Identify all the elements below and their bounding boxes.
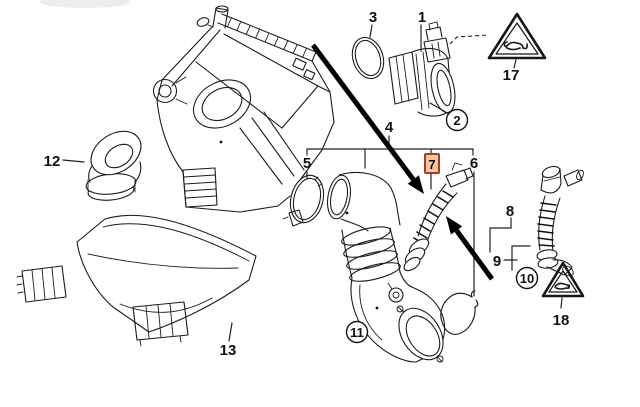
intake-funnel-drawing [85, 130, 142, 201]
callout-2-circle[interactable] [445, 108, 469, 132]
callout-8[interactable]: 8 [506, 203, 514, 220]
air-filter-housing-drawing [152, 5, 335, 213]
maf-sensor-drawing [388, 21, 456, 117]
warning-triangle-17-icon [487, 12, 547, 60]
warning-triangle-18-icon [541, 261, 585, 298]
pointer-arrow-lower [446, 216, 495, 281]
scan-artifact [40, 0, 130, 8]
pointer-arrow-upper [310, 43, 424, 194]
callout-10[interactable]: 10 [520, 271, 534, 286]
wire-clip-drawing [440, 290, 479, 335]
callout-5[interactable]: 5 [303, 155, 311, 172]
vent-hose-drawing [403, 162, 474, 272]
breather-hose-drawing [536, 165, 584, 277]
callout-labels: 1 3 4 5 6 8 9 12 13 17 18 2 10 11 7 [44, 9, 570, 359]
callout-18[interactable]: 18 [553, 312, 570, 329]
hose-clamp-drawing [282, 174, 325, 227]
callout-9[interactable]: 9 [493, 253, 501, 270]
callout-4[interactable]: 4 [385, 119, 394, 136]
intake-duct-drawing [326, 171, 446, 363]
callout-2[interactable]: 2 [453, 113, 460, 128]
callout-3[interactable]: 3 [369, 9, 377, 26]
callout-13[interactable]: 13 [220, 342, 237, 359]
callout-17[interactable]: 17 [503, 67, 520, 84]
callout-11-circle[interactable] [345, 320, 369, 344]
callout-7-highlighted[interactable]: 7 [428, 157, 435, 172]
lower-tray-drawing [16, 214, 257, 347]
callout-1[interactable]: 1 [418, 9, 426, 26]
highlighted-callout-box[interactable] [424, 153, 440, 174]
o-ring-drawing [351, 36, 385, 80]
callout-11[interactable]: 11 [350, 325, 364, 340]
callout-10-circle[interactable] [515, 266, 539, 290]
callout-6[interactable]: 6 [470, 155, 478, 172]
callout-12[interactable]: 12 [44, 153, 61, 170]
